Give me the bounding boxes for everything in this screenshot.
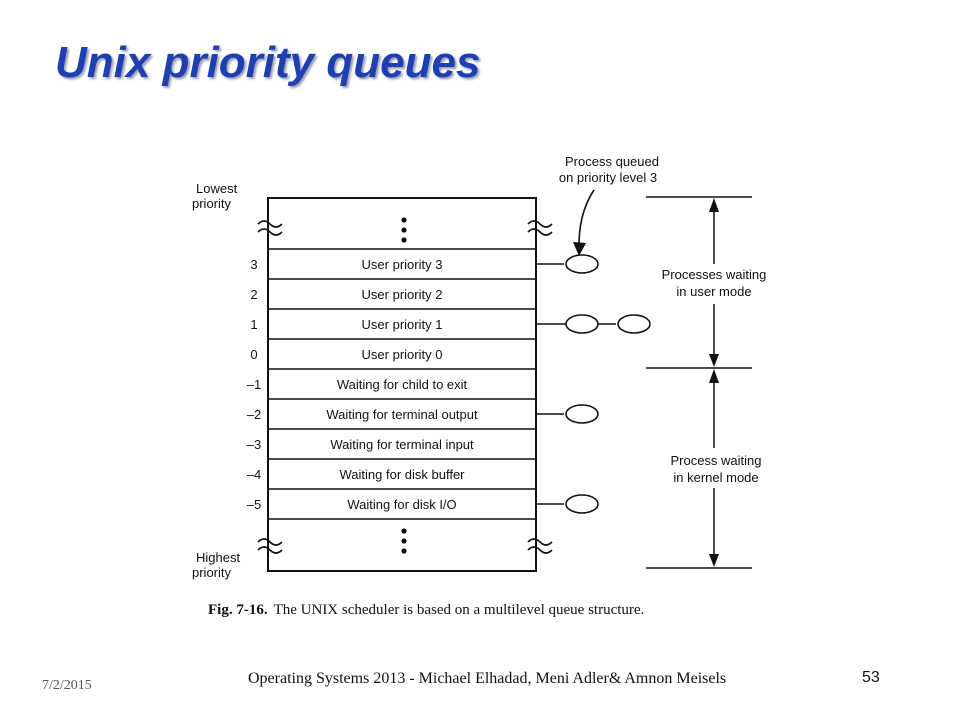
priority-level: –1 (247, 377, 261, 392)
queue-row-label: Waiting for disk buffer (340, 467, 466, 482)
queued-process (565, 494, 599, 514)
slide-title: Unix priority queues (55, 38, 481, 87)
queue-row-label: User priority 3 (362, 257, 443, 272)
priority-level: –3 (247, 437, 261, 452)
queued-process (565, 314, 599, 334)
queue-row-label: User priority 1 (362, 317, 443, 332)
caption-prefix: Fig. 7-16. (208, 602, 268, 618)
slide-number: 53 (862, 669, 880, 686)
priority-level: 0 (250, 347, 257, 362)
priority-level: 2 (250, 287, 257, 302)
queue-row-label: Waiting for disk I/O (347, 497, 456, 512)
footer-date: 7/2/2015 (42, 678, 92, 693)
break-marks (257, 220, 553, 554)
queued-process (617, 314, 651, 334)
priority-level: 1 (250, 317, 257, 332)
queue-row-label: Waiting for terminal output (326, 407, 478, 422)
mode-brackets (646, 196, 752, 569)
priority-level: –2 (247, 407, 261, 422)
priority-level: 3 (250, 257, 257, 272)
callout-arrow (578, 189, 595, 251)
priority-level: –4 (247, 467, 261, 482)
queue-row-label: Waiting for terminal input (330, 437, 474, 452)
callout-arrowhead (573, 242, 586, 256)
queue-table-frame (267, 197, 537, 572)
bottom-ellipsis (401, 528, 407, 554)
figure-caption: Fig. 7-16. The UNIX scheduler is based on… (208, 602, 644, 618)
priority-level: –5 (247, 497, 261, 512)
top-ellipsis (401, 217, 407, 243)
footer-text: Operating Systems 2013 - Michael Elhadad… (248, 670, 727, 687)
caption-text: The UNIX scheduler is based on a multile… (274, 602, 645, 618)
queued-process (565, 254, 599, 274)
queue-row-label: Waiting for child to exit (337, 377, 468, 392)
queue-row-label: User priority 2 (362, 287, 443, 302)
queued-process (565, 404, 599, 424)
queue-row-label: User priority 0 (362, 347, 443, 362)
